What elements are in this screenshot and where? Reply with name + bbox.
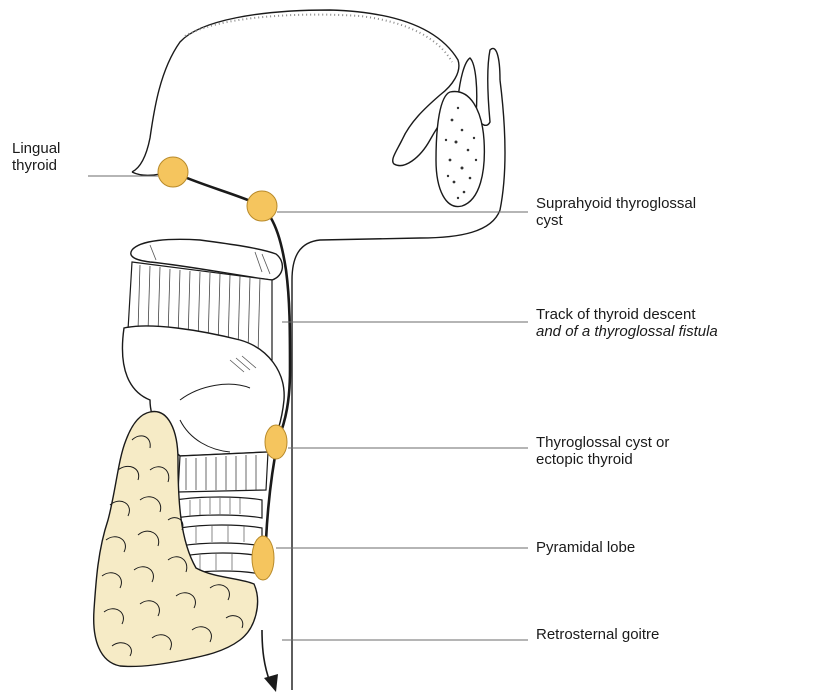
label-suprahyoid-line1: Suprahyoid thyroglossal <box>536 195 696 212</box>
label-lingual-line1: Lingual <box>12 140 60 157</box>
suprahyoid-cyst-node <box>247 191 277 221</box>
lingual-thyroid-node <box>158 157 188 187</box>
tongue-outline <box>132 10 462 172</box>
pyramidal-lobe-node <box>252 536 274 580</box>
tongue-surface-dots <box>185 15 452 62</box>
label-track-line2: and of a thyroglossal fistula <box>536 323 718 340</box>
retrosternal-path <box>262 630 270 682</box>
arrow-down-icon <box>264 674 278 692</box>
label-thyroglossal-cyst: Thyroglossal cyst or ectopic thyroid <box>536 434 669 468</box>
label-thyroglossal-line2: ectopic thyroid <box>536 451 669 468</box>
label-lingual-line2: thyroid <box>12 157 60 174</box>
label-thyroglossal-line1: Thyroglossal cyst or <box>536 434 669 451</box>
tongue-base <box>132 172 160 175</box>
label-retrosternal-goitre: Retrosternal goitre <box>536 626 659 643</box>
label-pyramidal-lobe: Pyramidal lobe <box>536 539 635 556</box>
label-suprahyoid-line2: cyst <box>536 212 696 229</box>
label-lingual-thyroid: Lingual thyroid <box>12 140 60 174</box>
tonsil-outline <box>436 92 484 207</box>
label-track-line1: Track of thyroid descent <box>536 306 718 323</box>
thyroglossal-cyst-node <box>265 425 287 459</box>
label-pyramidal-line1: Pyramidal lobe <box>536 539 635 556</box>
label-retrosternal-line1: Retrosternal goitre <box>536 626 659 643</box>
cricoid-region <box>178 452 268 492</box>
label-track-descent: Track of thyroid descent and of a thyrog… <box>536 306 718 340</box>
label-suprahyoid-cyst: Suprahyoid thyroglossal cyst <box>536 195 696 229</box>
